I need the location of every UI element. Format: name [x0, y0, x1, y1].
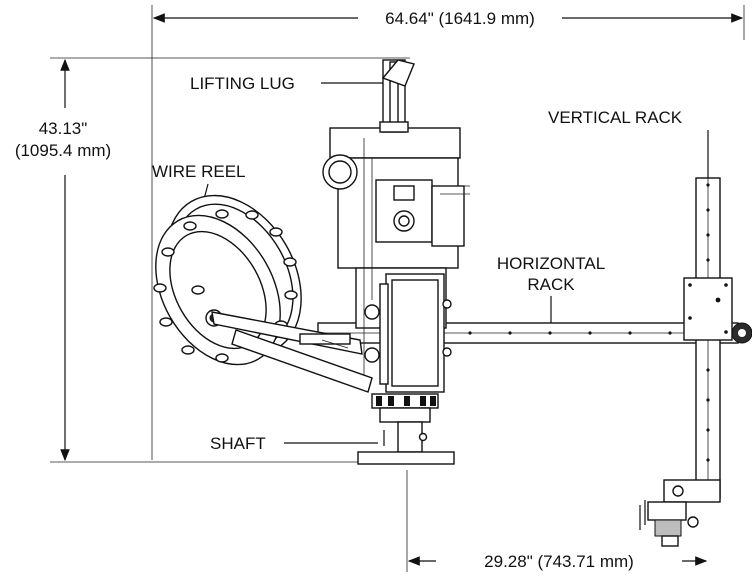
overall-height-inches: 43.13": [39, 119, 88, 138]
drive-box: [364, 273, 452, 393]
overall-width-label: 64.64" (1641.9 mm): [385, 9, 535, 28]
lifting-lug-label: LIFTING LUG: [190, 74, 295, 93]
overall-height-mm: (1095.4 mm): [15, 141, 111, 160]
dimension-offset-width: 29.28" (743.71 mm): [406, 470, 708, 572]
lifting-lug: [379, 59, 415, 133]
label-lifting-lug: LIFTING LUG: [190, 74, 398, 93]
label-shaft: SHAFT: [210, 434, 378, 453]
vertical-rack: [639, 177, 733, 547]
offset-width-label: 29.28" (743.71 mm): [484, 552, 634, 571]
dimension-overall-height: 43.13" (1095.4 mm): [15, 57, 410, 463]
label-vertical-rack: VERTICAL RACK: [548, 108, 709, 178]
dimension-overall-width: 64.64" (1641.9 mm): [151, 5, 745, 460]
shaft-label: SHAFT: [210, 434, 266, 453]
horizontal-rack-label-line2: RACK: [527, 275, 575, 294]
label-horizontal-rack: HORIZONTAL RACK: [497, 254, 605, 326]
base-shaft: [357, 393, 455, 465]
wire-reel-label: WIRE REEL: [152, 162, 246, 181]
vertical-rack-label: VERTICAL RACK: [548, 108, 683, 127]
reel-arm: [211, 311, 373, 393]
horizontal-rack-label-line1: HORIZONTAL: [497, 254, 605, 273]
